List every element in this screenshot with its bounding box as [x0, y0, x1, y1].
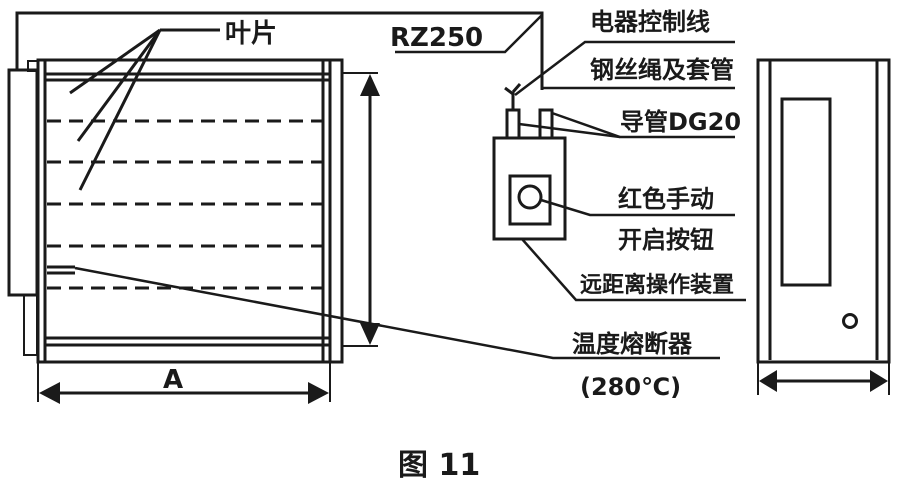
- arrow-left-icon: [39, 382, 60, 404]
- control-wire-path: [15, 11, 544, 90]
- side-hole-icon: [842, 313, 858, 329]
- button-frame: [508, 174, 552, 226]
- side-arrow-right-icon: [870, 370, 888, 392]
- side-window: [780, 97, 832, 287]
- damper-front-view: [7, 58, 344, 364]
- arrow-right-icon: [308, 382, 329, 404]
- dimension-a-label: A: [163, 365, 183, 395]
- figure-caption: 图 11: [398, 448, 480, 482]
- manual-button-icon[interactable]: [517, 184, 543, 210]
- width-dimension-a: [37, 362, 331, 404]
- remote-device-label: 远距离操作装置: [580, 272, 734, 298]
- damper-body: [36, 58, 344, 364]
- left-flange: [7, 68, 39, 297]
- damper-side-view: [756, 58, 891, 395]
- steel-cable-leader: [514, 40, 735, 96]
- conduit-left: [505, 108, 521, 140]
- left-flange-lower: [23, 294, 38, 356]
- arrow-down-icon: [360, 323, 380, 345]
- side-body: [756, 58, 891, 364]
- model-leader-line: [395, 14, 543, 54]
- arrow-up-icon: [360, 74, 380, 96]
- height-dimension: [342, 72, 380, 347]
- conduit-leader: [551, 111, 735, 139]
- manual-button-leader: [540, 198, 735, 217]
- remote-control-box: [492, 83, 567, 241]
- control-wire-label: 电器控制线: [590, 8, 710, 36]
- remote-device-leader: [521, 238, 746, 302]
- fuse-temperature-label: (280℃): [580, 373, 681, 401]
- blade-leaders: [69, 28, 220, 191]
- model-label: RZ250: [390, 23, 483, 53]
- blade-label: 叶片: [225, 19, 277, 49]
- control-box: [492, 136, 567, 241]
- side-arrow-left-icon: [759, 370, 777, 392]
- manual-button-label-1: 红色手动: [618, 185, 714, 213]
- steel-cable-label: 钢丝绳及套管: [590, 56, 734, 84]
- fuse-leader-line: [74, 266, 720, 360]
- conduit-label: 导管DG20: [620, 108, 741, 136]
- manual-button-label-2: 开启按钮: [618, 226, 714, 254]
- conduit-right: [538, 108, 554, 140]
- fuse-label: 温度熔断器: [572, 330, 693, 358]
